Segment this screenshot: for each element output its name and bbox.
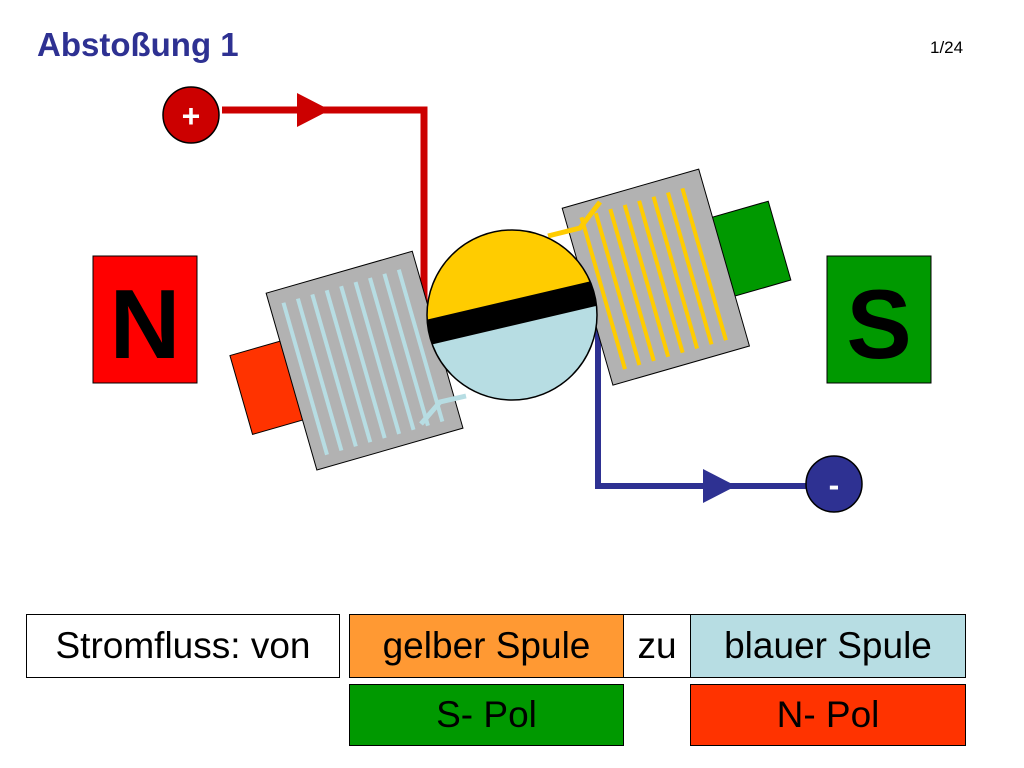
north-magnet-label: N <box>110 269 181 379</box>
legend-from-coil: gelber Spule <box>349 614 624 678</box>
positive-terminal-label: + <box>182 98 201 134</box>
legend-connector: zu <box>623 614 691 678</box>
commutator-gap <box>427 272 597 352</box>
negative-terminal: - <box>805 455 863 513</box>
blue-coil-lead <box>419 393 467 426</box>
blue-coil <box>265 250 464 471</box>
south-magnet: S <box>826 255 932 384</box>
positive-wire <box>222 93 428 342</box>
negative-wire <box>595 302 808 503</box>
positive-terminal: + <box>162 86 220 144</box>
south-magnet-label: S <box>846 269 911 379</box>
north-magnet: N <box>92 255 198 384</box>
legend-to-coil: blauer Spule <box>690 614 966 678</box>
slide-counter: 1/24 <box>930 38 964 57</box>
slide-title: Abstoßung 1 <box>37 26 239 63</box>
legend-from-pole: S- Pol <box>349 684 624 746</box>
current-arrow-in <box>297 93 330 127</box>
motor-diagram: + - N S <box>92 86 932 513</box>
legend-prefix: Stromfluss: von <box>26 614 340 678</box>
current-arrow-out <box>703 469 736 503</box>
legend-to-pole: N- Pol <box>690 684 966 746</box>
yellow-coil <box>561 168 751 386</box>
negative-terminal-label: - <box>829 467 840 503</box>
yellow-coil-lead <box>547 200 602 239</box>
